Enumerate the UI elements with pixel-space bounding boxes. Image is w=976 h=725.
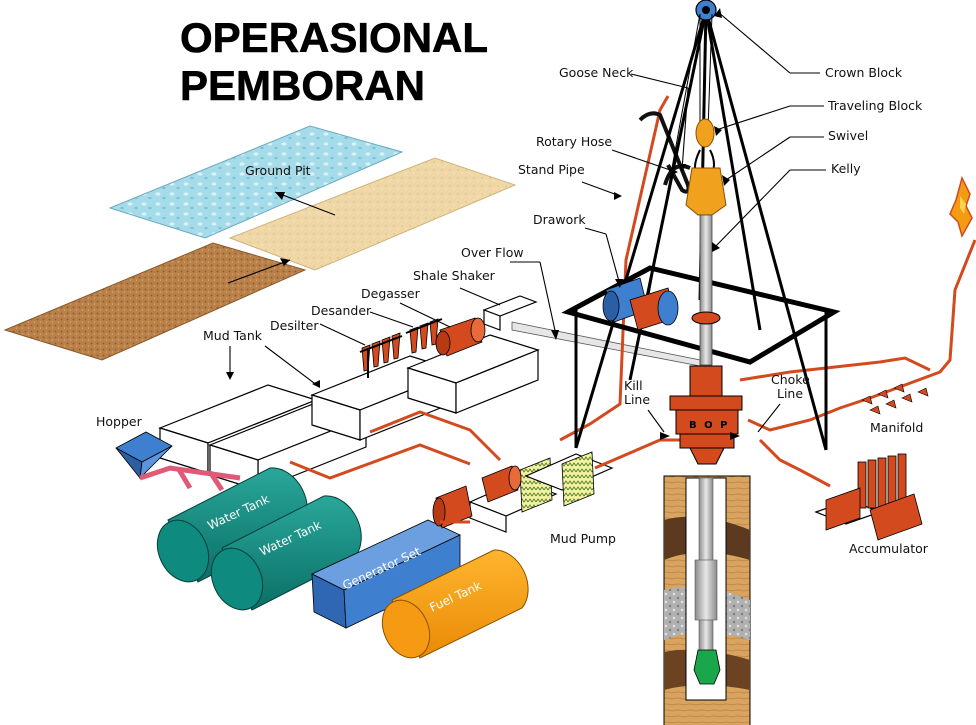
mud-tank-boxes <box>158 295 540 491</box>
accumulator-label: Accumulator <box>849 541 929 556</box>
mud-tank-label: Mud Tank <box>203 328 263 343</box>
mud-pump-label: Mud Pump <box>550 531 616 546</box>
sand-arrow <box>227 259 291 284</box>
rotary-hose-label: Rotary Hose <box>536 134 612 149</box>
degasser <box>435 317 486 357</box>
drilling-lines <box>647 13 713 301</box>
rotary-hose <box>638 111 691 194</box>
swivel <box>685 167 727 216</box>
manifold-label: Manifold <box>870 420 923 435</box>
traveling-block-label: Traveling Block <box>827 98 923 113</box>
bop-label: B O P <box>689 420 729 431</box>
shale-shaker-label: Shale Shaker <box>413 268 496 283</box>
stand-pipe-label: Stand Pipe <box>518 162 585 177</box>
crown-block-label: Crown Block <box>825 65 903 80</box>
traveling-block <box>694 118 715 179</box>
generator-set <box>311 519 461 629</box>
swivel-label: Swivel <box>828 128 868 143</box>
desilter-label: Desilter <box>270 318 319 333</box>
desander-cones <box>405 318 443 354</box>
wellbore <box>663 475 751 725</box>
flare <box>949 175 973 238</box>
kill-line-label-2: Line <box>624 392 650 407</box>
goose-neck-label: Goose Neck <box>559 65 634 80</box>
kelly <box>699 214 713 366</box>
over-flow-label: Over Flow <box>461 245 524 260</box>
drawork-label: Drawork <box>533 212 586 227</box>
fuel-tank <box>381 549 529 659</box>
desilter-cones <box>359 332 403 378</box>
ground-pit-arrow <box>274 191 336 216</box>
derrick <box>574 9 828 451</box>
choke-line-label-2: Line <box>777 386 803 401</box>
hopper-line <box>139 465 241 492</box>
hopper-label: Hopper <box>96 414 143 429</box>
kill-line-label-1: Kill <box>624 378 643 393</box>
title-line-1: OPERASIONAL <box>180 14 488 61</box>
mud-pump-2 <box>524 451 614 507</box>
hopper <box>115 431 173 480</box>
bop-stack <box>660 365 743 465</box>
kelly-label: Kelly <box>831 161 861 176</box>
manifold <box>861 383 929 415</box>
mud-circulation-pipes <box>289 95 976 524</box>
accumulator <box>814 453 923 541</box>
ground-pit-label: Ground Pit <box>245 163 311 178</box>
rig-floor <box>561 265 841 365</box>
soil-pit <box>3 242 307 361</box>
desander-label: Desander <box>311 303 372 318</box>
ground-pit-water <box>108 125 404 239</box>
choke-line-label-1: Choke <box>771 372 810 387</box>
mud-pump-motor <box>432 485 473 529</box>
degasser-label: Degasser <box>361 286 421 301</box>
drawork <box>602 277 679 331</box>
title-line-2: PEMBORAN <box>180 62 425 109</box>
rotary-table <box>691 311 721 325</box>
